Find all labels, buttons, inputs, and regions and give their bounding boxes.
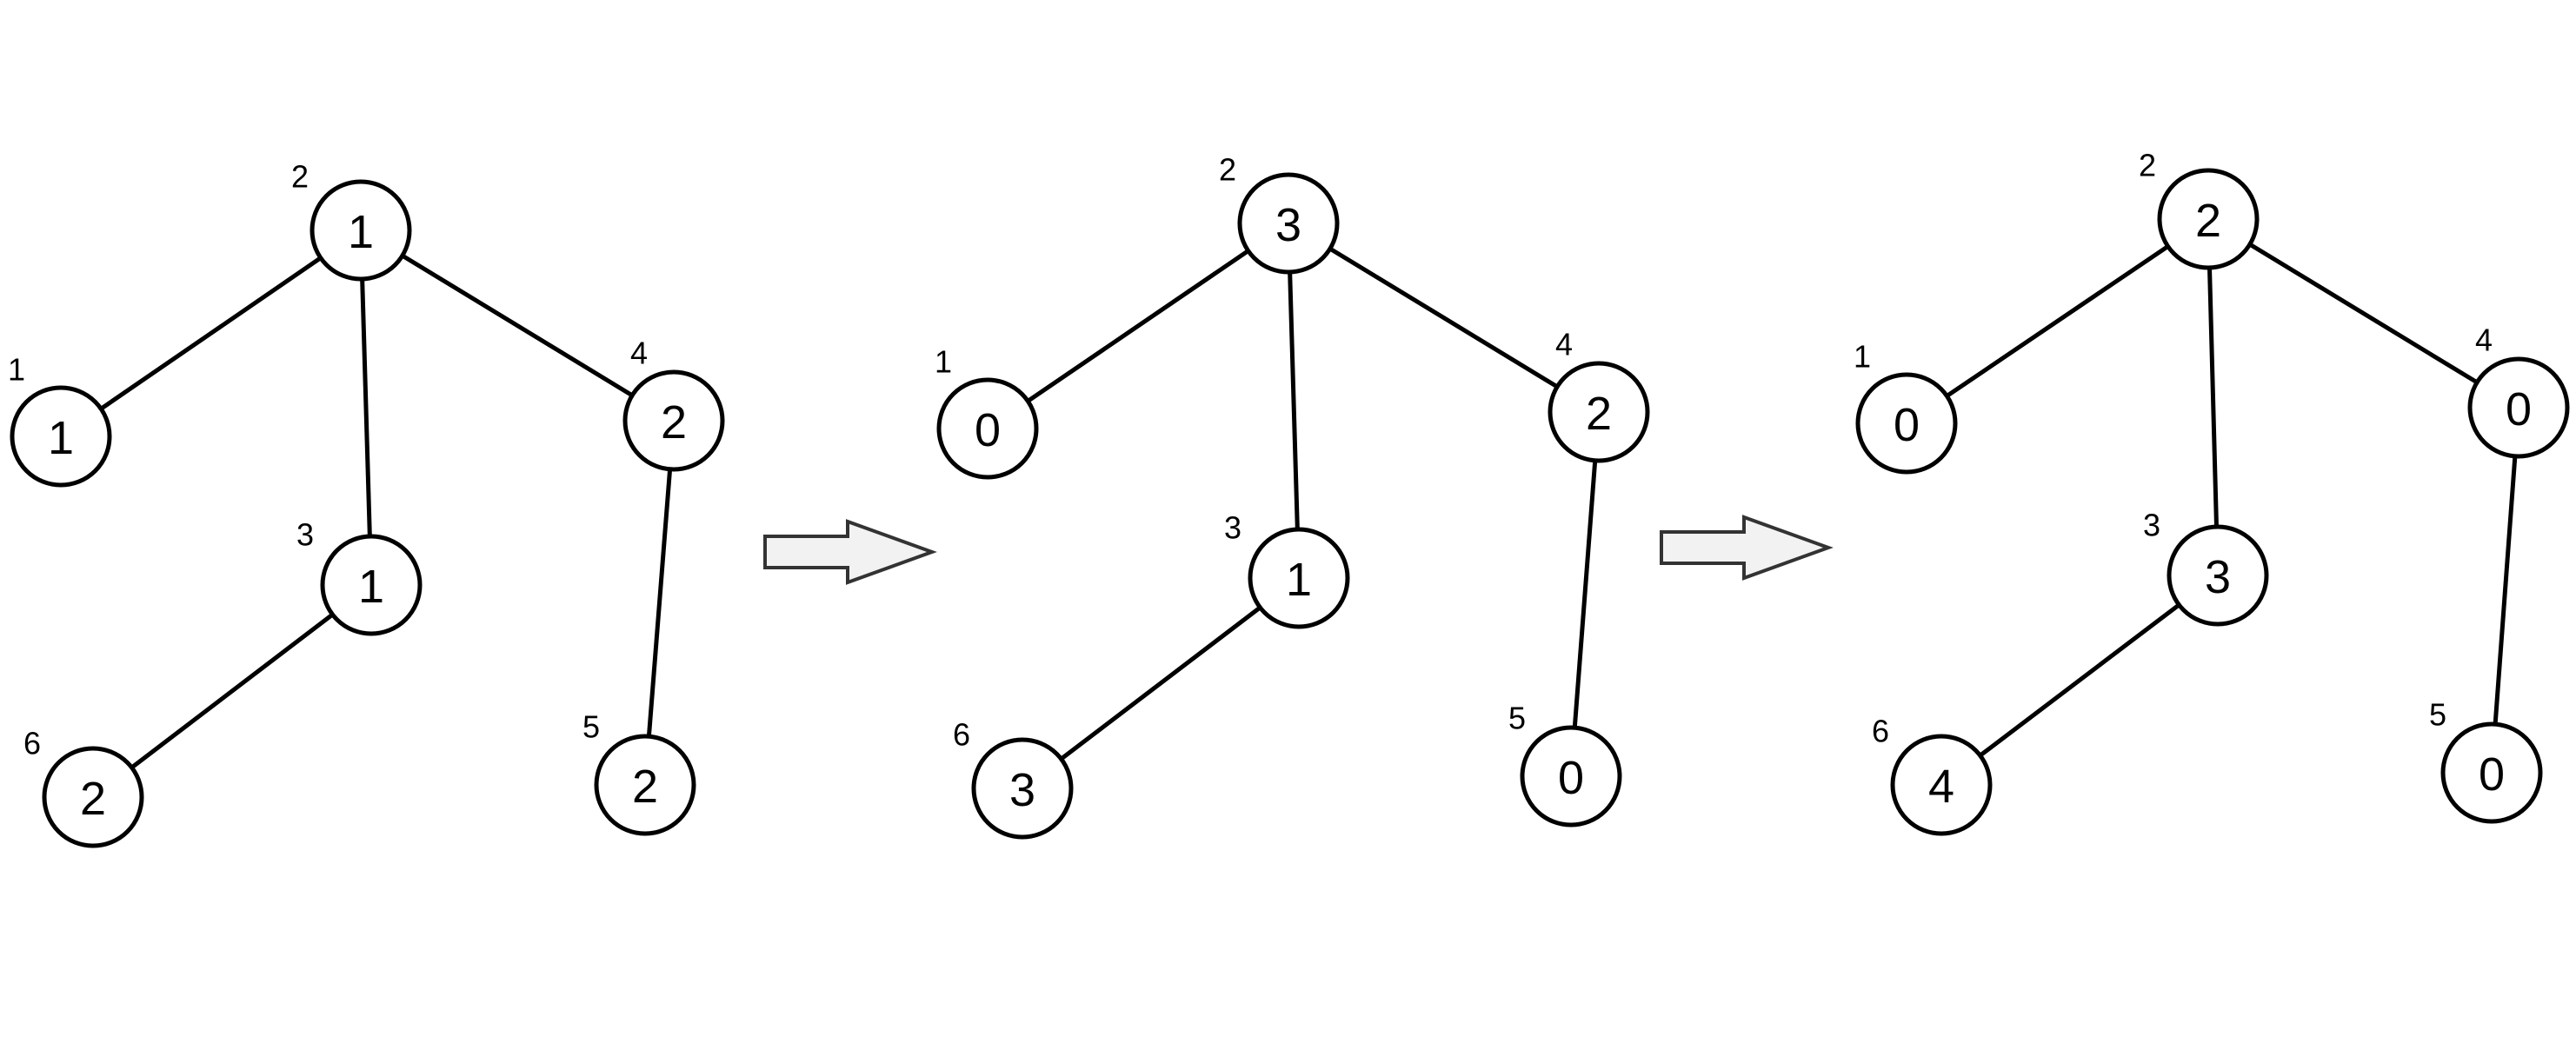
node-id-label: 6 bbox=[23, 726, 41, 761]
node-value: 4 bbox=[1928, 761, 1954, 813]
tree-step-2-node-4: 24 bbox=[1548, 327, 1650, 463]
node-circle bbox=[310, 179, 412, 282]
node-circle bbox=[1520, 725, 1622, 828]
step-arrow-2 bbox=[1660, 515, 1834, 581]
node-circle bbox=[1248, 527, 1350, 629]
tree-step-1-node-4: 24 bbox=[622, 336, 725, 472]
tree-step-2-edge-2-3 bbox=[1288, 271, 1300, 530]
tree-step-2-node-2: 32 bbox=[1219, 152, 1340, 275]
node-id-label: 3 bbox=[2143, 508, 2160, 543]
tree-step-3-node-6: 46 bbox=[1872, 714, 1993, 836]
node-value: 2 bbox=[1586, 388, 1612, 440]
tree-step-3-edge-2-3 bbox=[2207, 267, 2219, 528]
node-value: 2 bbox=[2195, 195, 2221, 247]
node-value: 2 bbox=[632, 761, 658, 813]
step-arrow-1 bbox=[763, 519, 937, 585]
tree-step-1-node-3: 13 bbox=[296, 517, 423, 636]
tree-step-2-edge-4-5 bbox=[1572, 460, 1598, 728]
tree-step-1-node-2: 12 bbox=[291, 159, 412, 282]
node-circle bbox=[2157, 168, 2260, 270]
arrows-layer bbox=[763, 515, 1834, 585]
tree-step-3-node-4: 04 bbox=[2467, 322, 2570, 459]
node-id-label: 3 bbox=[1224, 510, 1241, 546]
node-id-label: 2 bbox=[1219, 152, 1236, 188]
node-value: 2 bbox=[80, 773, 106, 825]
tree-step-1-edge-2-3 bbox=[360, 278, 372, 537]
tree-step-3-node-3: 33 bbox=[2143, 508, 2269, 627]
node-circle bbox=[2440, 721, 2543, 824]
node-circle bbox=[1237, 172, 1340, 275]
node-value: 0 bbox=[2479, 748, 2505, 801]
tree-step-2-edge-3-6 bbox=[1060, 605, 1261, 761]
tree-step-3-node-2: 22 bbox=[2139, 148, 2260, 270]
tree-step-2-node-3: 13 bbox=[1224, 510, 1350, 629]
node-id-label: 1 bbox=[8, 352, 25, 388]
node-circle bbox=[622, 369, 725, 472]
node-value: 1 bbox=[358, 561, 384, 613]
node-id-label: 4 bbox=[2475, 322, 2493, 358]
tree-step-1-edge-4-5 bbox=[646, 469, 673, 737]
node-circle bbox=[1890, 734, 1993, 836]
tree-step-3-node-1: 01 bbox=[1854, 339, 1958, 475]
node-id-label: 5 bbox=[2429, 697, 2446, 733]
tree-step-1-edge-3-6 bbox=[130, 612, 334, 770]
node-id-label: 3 bbox=[296, 517, 314, 553]
node-circle bbox=[2167, 524, 2269, 627]
node-circle bbox=[42, 746, 144, 848]
node-value: 1 bbox=[348, 206, 374, 258]
tree-step-1-edge-2-4 bbox=[401, 253, 634, 398]
tree-step-3-node-5: 05 bbox=[2429, 697, 2543, 824]
node-id-label: 1 bbox=[1854, 339, 1871, 375]
tree-step-3-edge-4-5 bbox=[2493, 455, 2518, 725]
tree-step-2-edge-2-1 bbox=[1026, 249, 1250, 403]
tree-step-1-node-5: 25 bbox=[582, 709, 696, 836]
node-value: 0 bbox=[1558, 752, 1584, 804]
tree-step-2-node-1: 01 bbox=[935, 344, 1039, 480]
node-id-label: 5 bbox=[582, 709, 600, 745]
node-id-label: 4 bbox=[630, 336, 648, 371]
tree-step-2-node-6: 36 bbox=[953, 717, 1074, 840]
tree-step-3-edge-3-6 bbox=[1979, 602, 2180, 758]
node-value: 1 bbox=[48, 412, 74, 464]
node-value: 3 bbox=[1009, 764, 1035, 816]
node-circle bbox=[1855, 372, 1958, 475]
node-value: 1 bbox=[1286, 554, 1312, 606]
tree-step-2-node-5: 05 bbox=[1508, 701, 1622, 828]
node-value: 3 bbox=[2205, 551, 2231, 603]
edges-layer bbox=[99, 242, 2518, 770]
node-value: 2 bbox=[661, 396, 687, 449]
node-circle bbox=[936, 377, 1039, 480]
node-id-label: 1 bbox=[935, 344, 952, 380]
tree-step-3-edge-2-4 bbox=[2248, 242, 2479, 385]
node-id-label: 2 bbox=[291, 159, 309, 195]
tree-step-3-edge-2-1 bbox=[1945, 244, 2170, 398]
tree-step-1-edge-2-1 bbox=[99, 256, 323, 411]
node-circle bbox=[320, 534, 423, 636]
node-id-label: 4 bbox=[1555, 327, 1573, 362]
node-circle bbox=[594, 734, 696, 836]
node-id-label: 6 bbox=[1872, 714, 1889, 749]
node-value: 0 bbox=[1894, 399, 1920, 451]
node-value: 0 bbox=[975, 404, 1001, 456]
node-circle bbox=[10, 385, 112, 488]
tree-step-1-node-6: 26 bbox=[23, 726, 144, 848]
node-value: 0 bbox=[2506, 383, 2532, 435]
node-circle bbox=[971, 737, 1074, 840]
node-circle bbox=[1548, 361, 1650, 463]
tree-step-2-edge-2-4 bbox=[1328, 246, 1559, 389]
node-id-label: 6 bbox=[953, 717, 970, 753]
node-id-label: 2 bbox=[2139, 148, 2156, 183]
tree-step-1-node-1: 11 bbox=[8, 352, 112, 488]
node-id-label: 5 bbox=[1508, 701, 1526, 736]
node-circle bbox=[2467, 356, 2570, 459]
node-value: 3 bbox=[1275, 199, 1301, 251]
